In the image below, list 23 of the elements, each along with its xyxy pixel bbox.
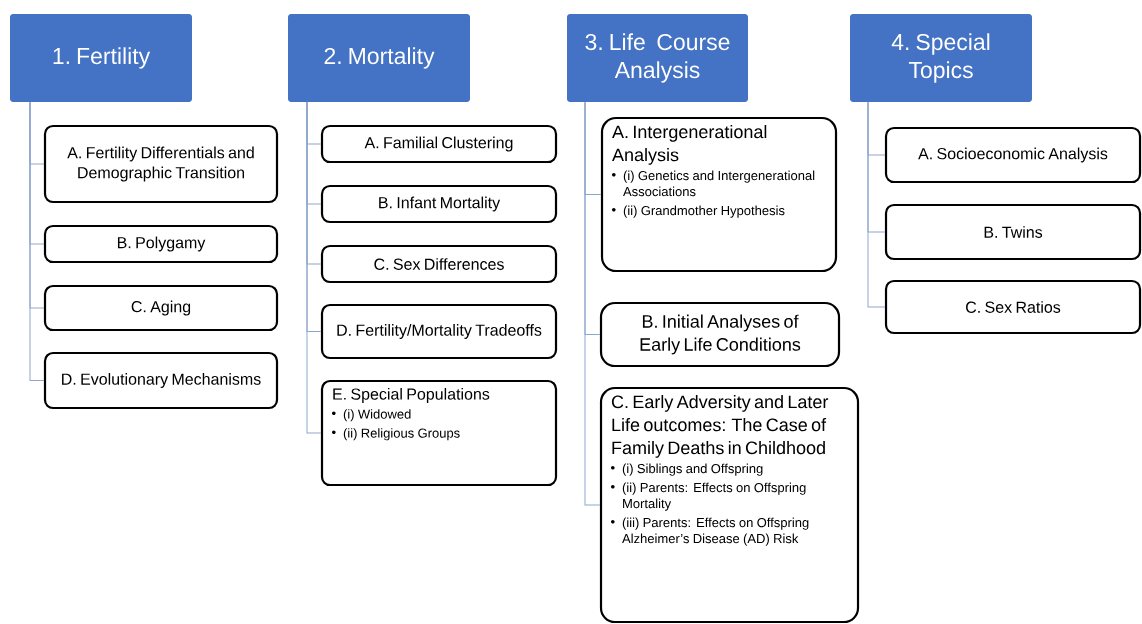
topic-box: B. Infant Mortality bbox=[320, 184, 558, 224]
category-header: 3. Life Course Analysis bbox=[567, 14, 748, 102]
topic-box: A. Familial Clustering bbox=[320, 124, 558, 164]
topic-box: C. Sex Ratios bbox=[884, 279, 1142, 335]
topic-box: A. Socioeconomic Analysis bbox=[884, 126, 1142, 184]
connector bbox=[306, 101, 322, 434]
category-header: 2. Mortality bbox=[288, 14, 470, 102]
topic-box: E. Special Populations (i) Widowed (ii) Religious Groups bbox=[320, 379, 558, 487]
connector bbox=[867, 101, 886, 308]
topic-box: C. Sex Differences bbox=[320, 244, 558, 284]
topic-box: C. Early Adversity and Later Life outcomes: The Case of Family Deaths in Childhood (i) Siblings and Offspring (ii) Parents: Effects on Offspring Mortality (iii) Parents: Effects on Offspring Alzheimer’s Disease (AD) Risk bbox=[599, 386, 860, 624]
topic-box: B. Initial Analyses of Early Life Conditions bbox=[599, 301, 841, 368]
topic-box: B. Polygamy bbox=[43, 224, 279, 264]
connector bbox=[29, 101, 45, 381]
category-header: 4. Special Topics bbox=[850, 14, 1032, 102]
topic-box: C. Aging bbox=[43, 284, 279, 332]
topic-box: D. Evolutionary Mechanisms bbox=[43, 351, 279, 410]
topic-box: A. Intergenerational Analysis (i) Genetics and Intergenerational Associations (ii) Grandmother Hypothesis bbox=[600, 116, 838, 273]
topic-box: D. Fertility/Mortality Tradeoffs bbox=[320, 303, 558, 360]
connector bbox=[584, 101, 601, 506]
topic-box: A. Fertility Differentials and Demographic Transition bbox=[43, 124, 279, 204]
topic-box: B. Twins bbox=[884, 203, 1142, 261]
category-header: 1. Fertility bbox=[10, 14, 192, 102]
